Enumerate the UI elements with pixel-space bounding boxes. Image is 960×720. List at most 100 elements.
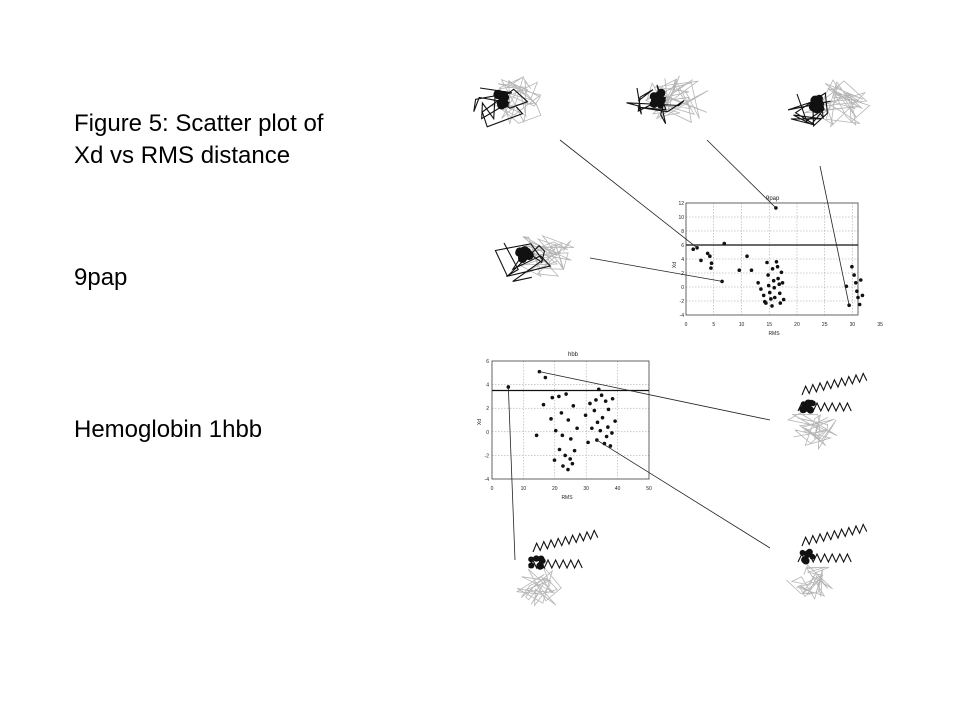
data-point (857, 302, 862, 307)
x-tick-label: 10 (521, 486, 527, 492)
data-point (564, 392, 568, 396)
y-tick-label: 10 (678, 215, 684, 221)
protein-backbone-dark (626, 84, 685, 125)
x-tick-label: 25 (822, 322, 828, 328)
protein-structure-9pap-d (494, 234, 575, 282)
data-point (708, 254, 712, 258)
data-point (780, 281, 785, 285)
data-point (594, 398, 598, 402)
data-point (575, 426, 579, 431)
protein-structure-9pap-a (473, 75, 542, 128)
highlight-atom (536, 563, 543, 569)
data-point (583, 413, 588, 418)
data-point (749, 268, 754, 273)
highlight-atom (799, 405, 808, 414)
data-point (756, 281, 760, 285)
data-point (764, 301, 768, 305)
data-point (603, 399, 608, 403)
y-tick-label: 12 (678, 201, 684, 207)
data-point (745, 254, 749, 258)
data-point (766, 273, 770, 277)
protein-backbone-light (786, 564, 833, 600)
highlight-atom (515, 248, 523, 257)
data-point (774, 260, 779, 264)
data-point (777, 291, 782, 296)
protein-backbone-dark (494, 242, 552, 282)
data-point (610, 396, 615, 401)
plot-title: 9pap (766, 196, 780, 202)
data-point (595, 420, 600, 425)
data-point (771, 278, 776, 283)
plot-title: hbb (568, 352, 579, 358)
y-tick-label: 0 (486, 430, 489, 436)
data-point (856, 295, 860, 300)
label-9pap: 9pap (74, 264, 128, 291)
data-point (613, 419, 617, 423)
x-tick-label: 50 (646, 486, 652, 492)
y-axis-label: Xd (672, 262, 678, 268)
data-point (600, 415, 605, 420)
x-tick-label: 20 (794, 322, 800, 328)
highlight-atom (806, 406, 815, 414)
helix-trace (801, 372, 868, 396)
data-point (604, 434, 609, 439)
protein-structure-hbb-c (786, 523, 868, 600)
y-tick-label: 4 (681, 257, 684, 263)
connector-line (819, 165, 850, 306)
data-point (769, 297, 773, 301)
y-tick-label: 2 (681, 271, 684, 277)
data-point (592, 408, 597, 413)
data-point (855, 289, 859, 294)
data-point (606, 407, 611, 412)
highlight-atom (496, 90, 505, 99)
data-point (543, 375, 548, 380)
x-tick-label: 20 (552, 486, 558, 492)
highlight-atom (500, 99, 509, 109)
data-point (772, 295, 777, 300)
protein-backbone-dark (473, 87, 529, 128)
highlight-atom (810, 95, 820, 106)
data-point (596, 387, 601, 392)
x-tick-label: 30 (850, 322, 856, 328)
data-point (850, 264, 854, 269)
highlight-atom (657, 88, 666, 98)
protein-structure-9pap-c (787, 79, 871, 128)
helix-trace (801, 523, 868, 547)
data-point (720, 279, 724, 284)
data-point (598, 428, 603, 433)
data-point (566, 467, 570, 472)
x-tick-label: 10 (739, 322, 745, 328)
data-point (778, 301, 783, 305)
data-point (557, 394, 561, 399)
highlight-atom (524, 247, 531, 255)
data-point (608, 444, 613, 448)
data-point (737, 268, 742, 273)
protein-structure-hbb-b (515, 529, 599, 607)
data-point (772, 285, 777, 290)
figure-title-line2: Xd vs RMS distance (74, 142, 291, 169)
connector-line (559, 139, 698, 249)
data-point (590, 426, 594, 431)
data-point (860, 293, 865, 298)
plot-frame (685, 202, 859, 316)
highlight-atom (533, 555, 540, 562)
y-tick-label: 8 (681, 229, 684, 235)
data-point (557, 447, 562, 452)
data-point (770, 267, 775, 271)
y-tick-label: -4 (680, 313, 685, 319)
connector-line (596, 439, 771, 549)
data-point (559, 411, 564, 415)
highlight-atom (800, 401, 807, 407)
highlight-atom (528, 556, 535, 563)
data-point (775, 264, 780, 269)
data-point (586, 440, 590, 445)
data-point (610, 431, 614, 435)
data-point (781, 297, 786, 302)
data-point (552, 458, 557, 462)
x-axis-label: RMS (561, 495, 573, 501)
data-point (779, 270, 784, 275)
y-tick-label: 0 (681, 285, 684, 291)
data-point (572, 448, 577, 453)
